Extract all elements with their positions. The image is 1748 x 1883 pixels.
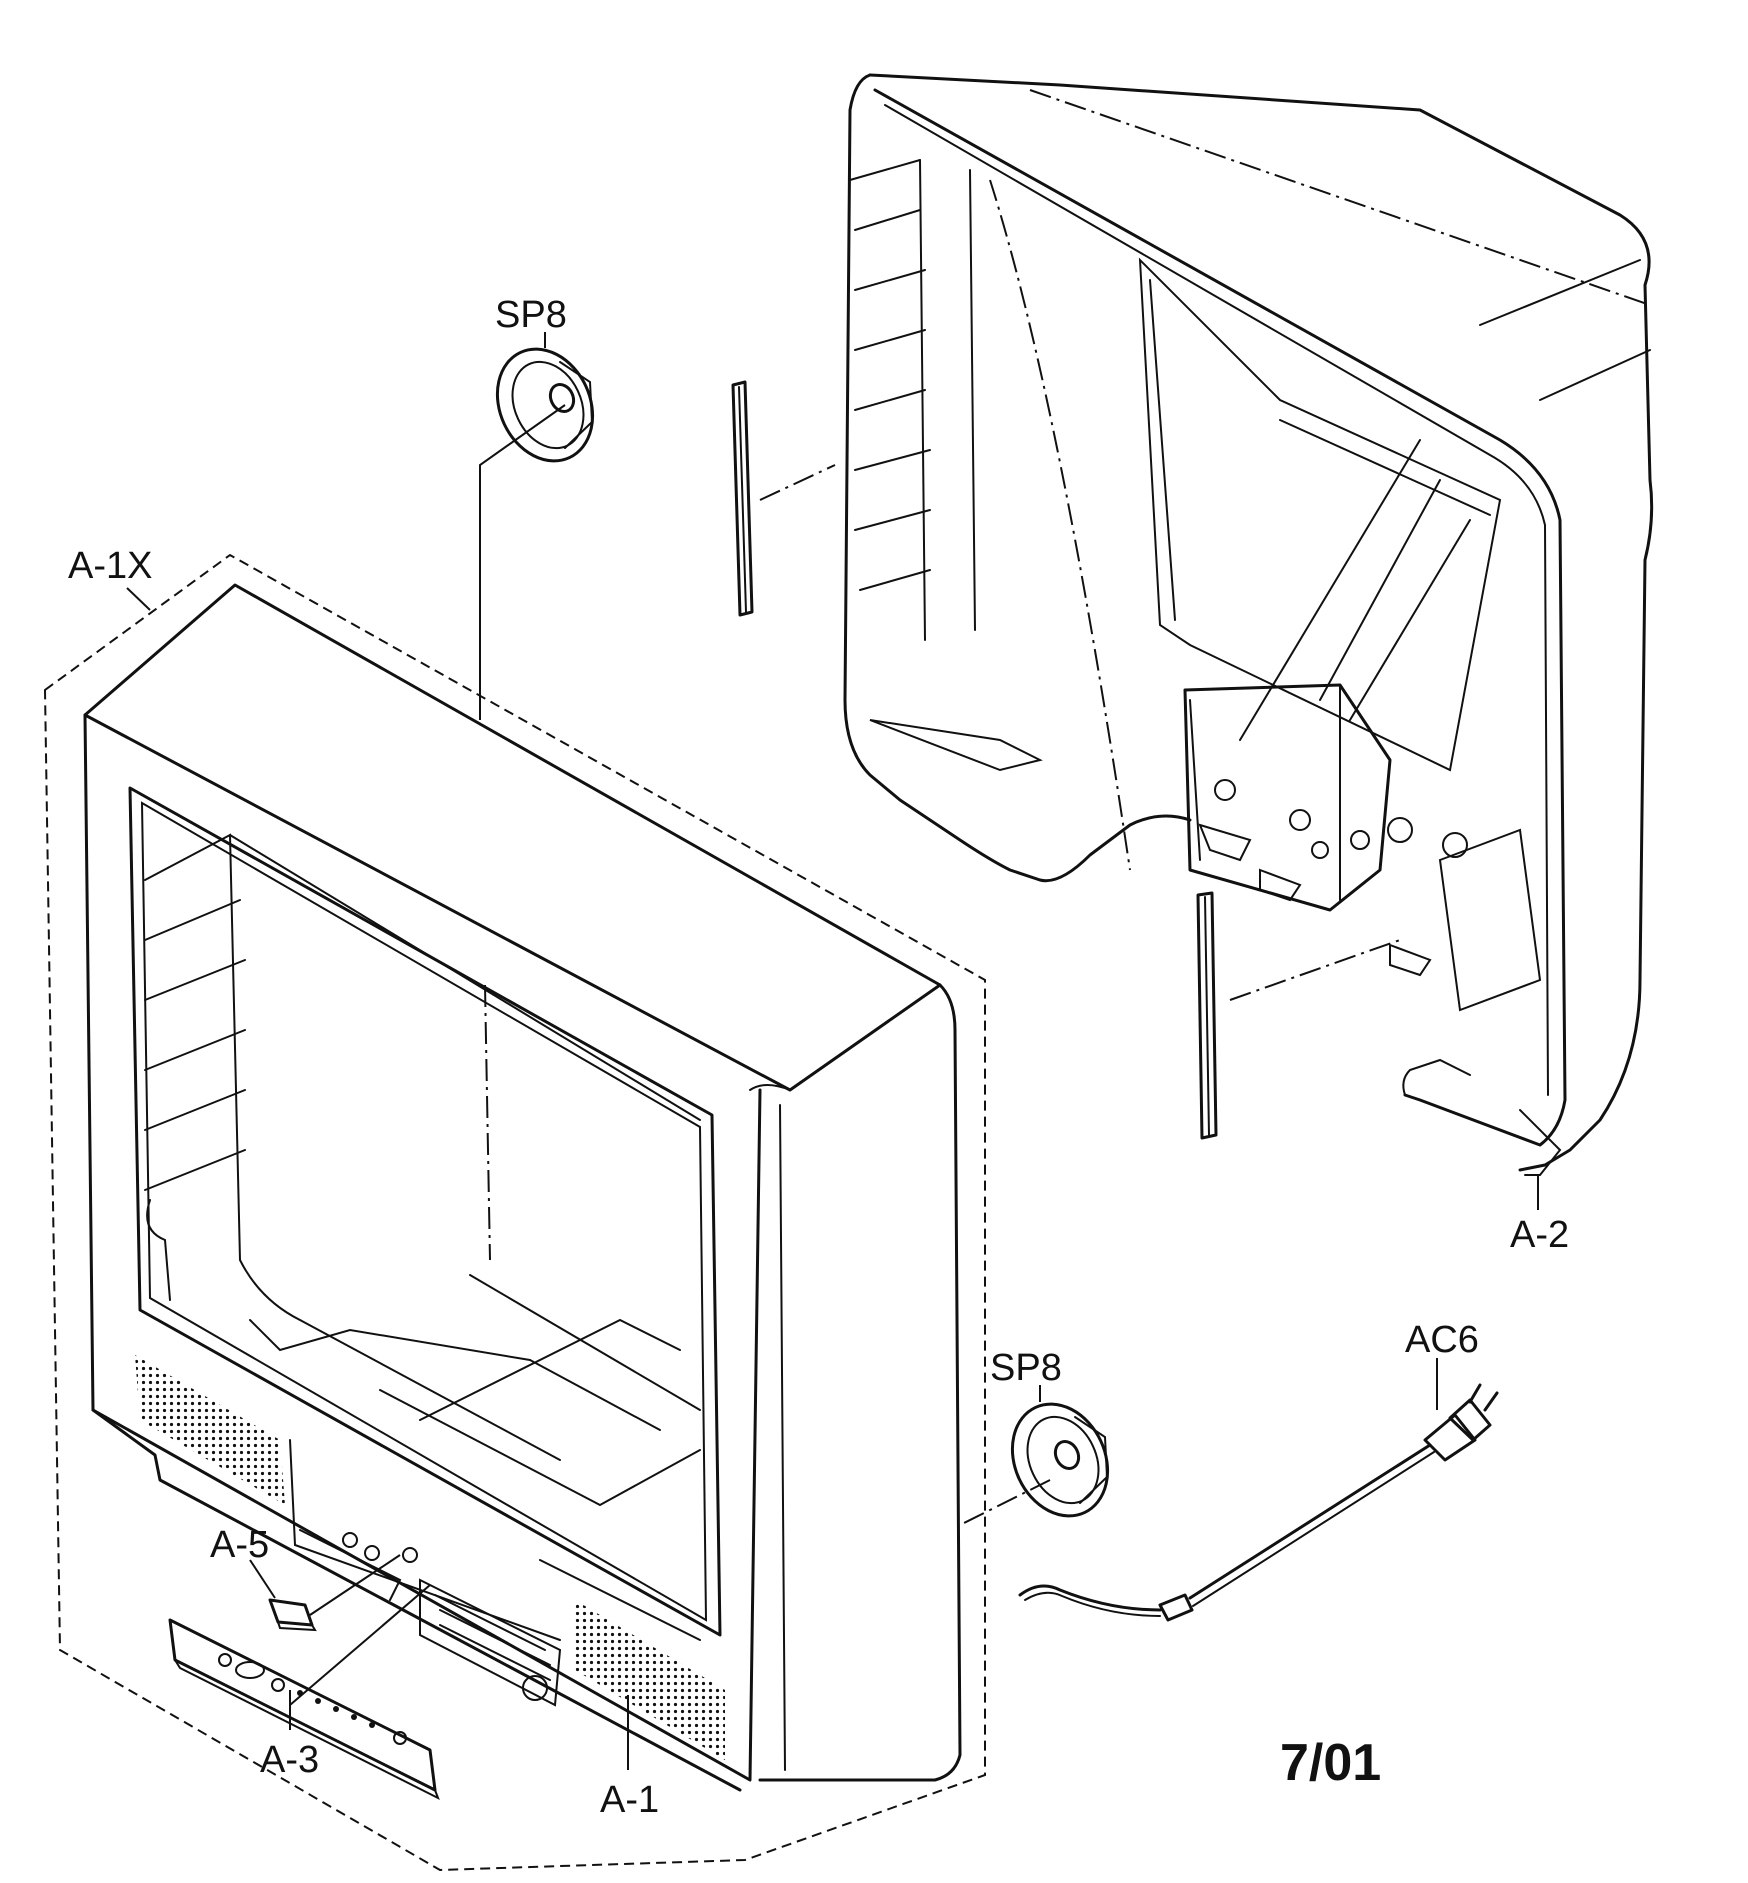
label-sp8-bottom: SP8 — [990, 1347, 1062, 1389]
front-assembly-boundary — [43, 553, 986, 1872]
label-ac6: AC6 — [1405, 1319, 1479, 1361]
side-strip-lower — [1196, 891, 1401, 1140]
date-code: 7/01 — [1280, 1734, 1381, 1792]
label-a2: A-2 — [1510, 1214, 1569, 1256]
front-cabinet — [83, 583, 962, 1792]
speaker-top — [479, 332, 595, 720]
button-a5 — [249, 1554, 401, 1632]
label-a3: A-3 — [260, 1739, 319, 1781]
label-a5: A-5 — [210, 1524, 269, 1566]
side-strip-upper — [731, 380, 836, 617]
label-sp8-top: SP8 — [495, 294, 567, 336]
power-cord — [1018, 1358, 1499, 1622]
speaker-bottom — [959, 1385, 1110, 1526]
label-a1x: A-1X — [68, 545, 152, 587]
label-a1: A-1 — [600, 1779, 659, 1821]
control-panel — [168, 1584, 440, 1801]
rear-cabinet — [843, 73, 1654, 1210]
